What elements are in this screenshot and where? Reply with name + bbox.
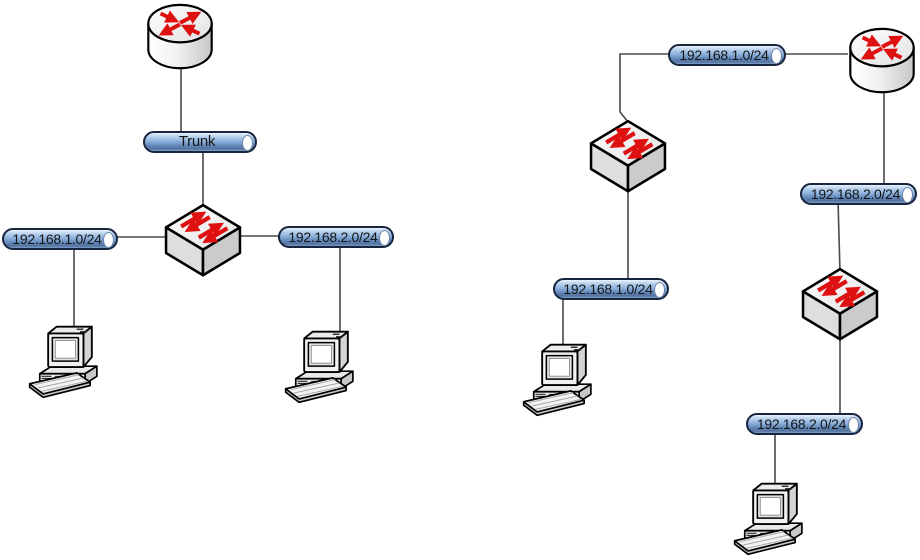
workstation-icon — [284, 330, 354, 404]
trunk-segment-label: Trunk — [143, 131, 257, 153]
router-icon — [148, 5, 211, 68]
network-segment-label: 192.168.1.0/24 — [668, 44, 786, 66]
network-segment-label: 192.168.1.0/24 — [553, 278, 669, 300]
switch-icon — [591, 121, 665, 191]
network-segment-label: 192.168.2.0/24 — [278, 226, 394, 248]
wire-linkB-switchB — [837, 199, 841, 273]
workstation-icon — [28, 325, 98, 399]
network-segment-label: 192.168.2.0/24 — [800, 183, 917, 205]
network-segment-label: 192.168.2.0/24 — [746, 413, 863, 435]
switch-icon — [166, 205, 240, 275]
workstation-icon — [733, 482, 803, 556]
switch-icon — [803, 269, 877, 339]
router-icon — [850, 29, 913, 92]
left-topology — [28, 5, 354, 404]
network-segment-label: 192.168.1.0/24 — [2, 228, 118, 250]
workstation-icon — [522, 343, 592, 417]
